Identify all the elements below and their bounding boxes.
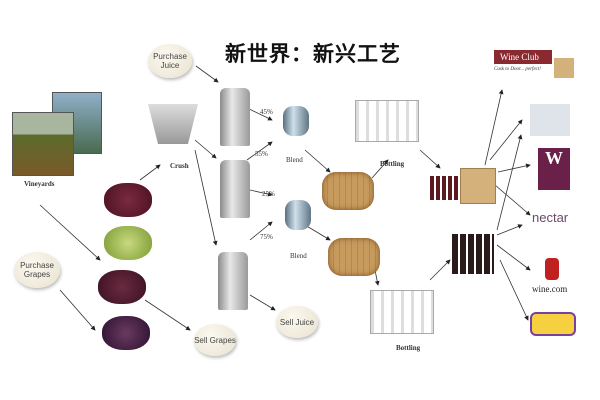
purchase-grapes-bubble: Purchase Grapes <box>14 252 60 288</box>
wine-club-box-icon <box>554 58 574 78</box>
wine-spirits-wholesalers-logo[interactable]: W <box>538 148 570 190</box>
bottling-line-2 <box>370 290 434 334</box>
blend-label-2: Blend <box>290 252 307 260</box>
diagram-title: 新世界：新兴工艺 <box>225 42 401 66</box>
wine-club-tagline: Cask to Door... perfect! <box>494 67 541 72</box>
dark-grapes-image <box>98 270 146 304</box>
vineyard-photo-1 <box>12 112 74 176</box>
red-grapes-image <box>104 183 152 217</box>
percent-55: 55% <box>255 150 268 158</box>
bottling-label-2: Bottling <box>396 344 421 352</box>
green-grapes-image <box>104 226 152 260</box>
fermentation-tank-1 <box>220 88 250 146</box>
vineyards-label: Vineyards <box>24 180 55 188</box>
sell-grapes-bubble: Sell Grapes <box>194 324 236 356</box>
purchase-juice-bubble: Purchase Juice <box>148 44 192 78</box>
barrel-2 <box>328 238 380 276</box>
percent-45: 45% <box>260 108 273 116</box>
wine-com-mascot-icon <box>545 258 559 280</box>
bottling-label-1: Bottling <box>380 160 405 168</box>
fermentation-tank-2 <box>220 160 250 218</box>
blend-vessel-2 <box>285 200 311 230</box>
percent-25: 25% <box>262 190 275 198</box>
wine-bottles-2 <box>452 234 494 274</box>
crush-label: Crush <box>170 162 189 170</box>
wine-club-name: Wine Club <box>494 50 552 64</box>
wine-club-logo[interactable]: Wine Club Cask to Door... perfect! <box>494 50 574 78</box>
wine-bottles-1 <box>430 176 458 200</box>
hospitality-week-logo[interactable] <box>530 312 576 336</box>
sell-juice-bubble: Sell Juice <box>276 306 318 338</box>
wine-box <box>460 168 496 204</box>
blend-vessel-1 <box>283 106 309 136</box>
percent-75: 75% <box>260 233 273 241</box>
bottling-line-1 <box>355 100 419 142</box>
shopping-cart-logo[interactable] <box>530 104 570 136</box>
barrel-1 <box>322 172 374 210</box>
fermentation-tank-3 <box>218 252 248 310</box>
nectar-logo[interactable]: nectar <box>532 210 569 225</box>
blend-label-1: Blend <box>286 156 303 164</box>
wine-com-logo[interactable]: wine.com <box>532 284 568 294</box>
purple-grapes-image <box>102 316 150 350</box>
